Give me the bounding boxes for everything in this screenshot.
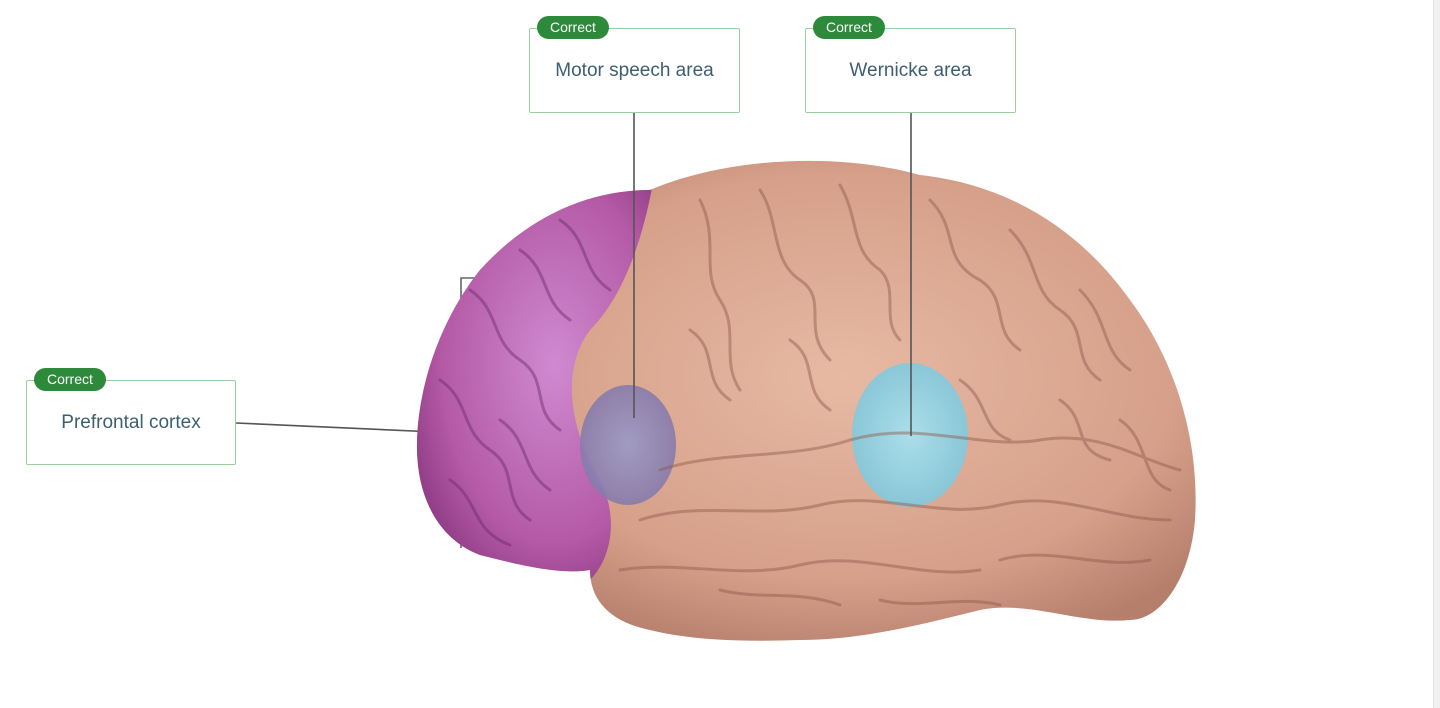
prefrontal-sulci xyxy=(438,218,612,547)
motor-speech-region xyxy=(580,385,676,505)
correct-badge: Correct xyxy=(537,16,609,39)
correct-badge: Correct xyxy=(34,368,106,391)
brain-sulci xyxy=(618,183,1182,607)
label-box-motor-speech[interactable]: Correct Motor speech area xyxy=(529,16,740,113)
wernicke-region xyxy=(852,363,968,507)
label-text-motor-speech: Motor speech area xyxy=(555,59,714,81)
correct-badge: Correct xyxy=(813,16,885,39)
label-box-prefrontal[interactable]: Correct Prefrontal cortex xyxy=(26,368,236,465)
label-box-wernicke[interactable]: Correct Wernicke area xyxy=(805,16,1016,113)
label-text-wernicke: Wernicke area xyxy=(849,59,972,81)
label-text-prefrontal: Prefrontal cortex xyxy=(61,411,201,433)
scrollbar-track[interactable] xyxy=(1433,0,1440,708)
